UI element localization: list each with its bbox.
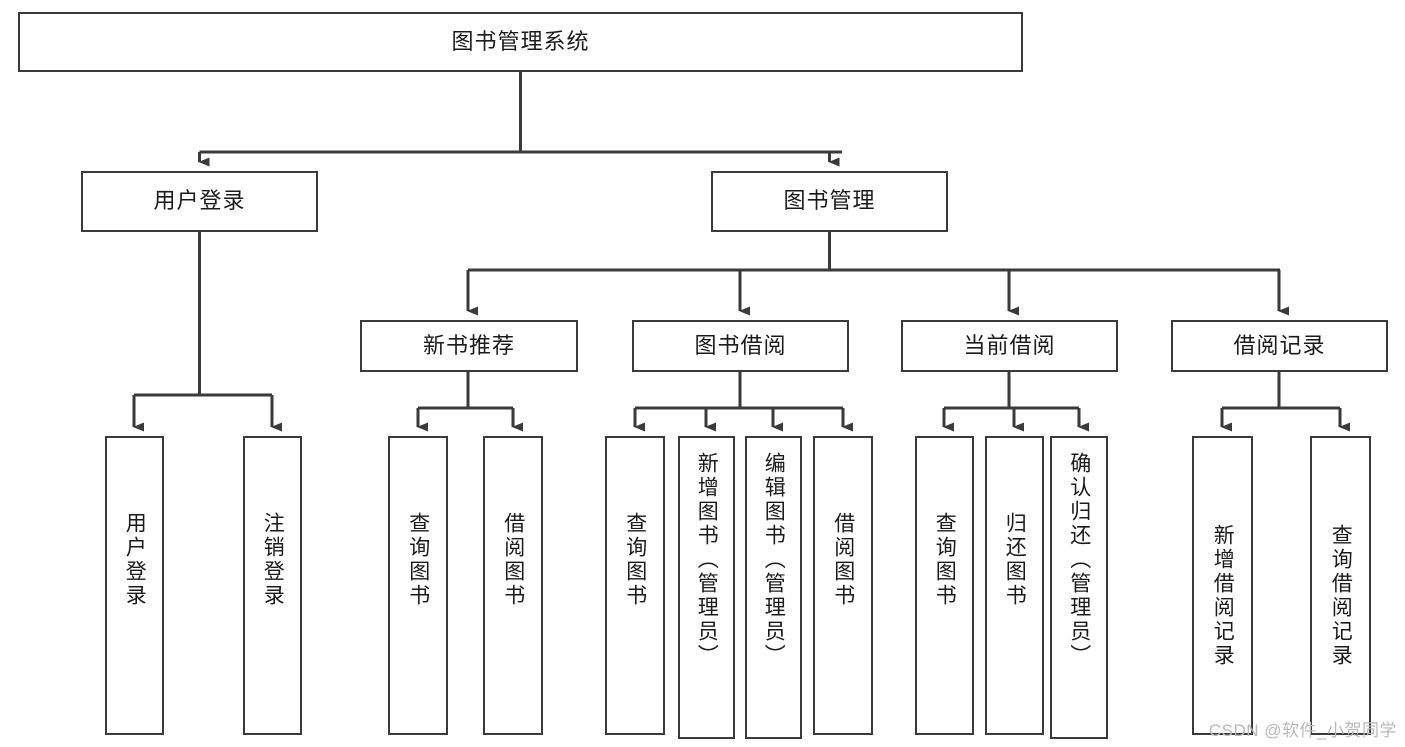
node-current-borrow-label: 当前借阅 xyxy=(963,332,1056,358)
node-leaf-edit-book-admin-label: 编辑图书（管理员） xyxy=(762,452,786,668)
node-book-borrow[interactable]: 图书借阅 xyxy=(632,320,849,372)
node-leaf-query-books-recommend-label: 查询图书 xyxy=(406,512,430,608)
node-book-management-label: 图书管理 xyxy=(783,188,876,214)
node-new-book-recommend-label: 新书推荐 xyxy=(422,332,515,358)
node-leaf-add-book-admin-label: 新增图书（管理员） xyxy=(695,452,719,668)
node-book-management[interactable]: 图书管理 xyxy=(711,171,948,232)
node-leaf-query-books-current[interactable]: 查询图书 xyxy=(915,436,974,735)
node-leaf-confirm-return-admin[interactable]: 确认归还（管理员） xyxy=(1050,436,1108,739)
node-leaf-user-login[interactable]: 用户登录 xyxy=(105,436,164,735)
node-leaf-user-login-label: 用户登录 xyxy=(123,512,147,608)
node-leaf-borrow-books-recommend-label: 借阅图书 xyxy=(501,512,525,608)
node-leaf-logout[interactable]: 注销登录 xyxy=(243,436,302,735)
node-book-borrow-label: 图书借阅 xyxy=(694,332,787,358)
node-leaf-query-borrow-record[interactable]: 查询借阅记录 xyxy=(1310,436,1371,735)
node-user-login[interactable]: 用户登录 xyxy=(81,171,318,232)
node-leaf-query-books-borrow[interactable]: 查询图书 xyxy=(605,436,665,735)
watermark-text: CSDN @软件_小贺同学 xyxy=(1208,721,1397,740)
node-leaf-return-books[interactable]: 归还图书 xyxy=(985,436,1044,735)
node-leaf-add-borrow-record-label: 新增借阅记录 xyxy=(1211,524,1235,668)
node-leaf-add-book-admin[interactable]: 新增图书（管理员） xyxy=(678,436,735,739)
node-borrow-records[interactable]: 借阅记录 xyxy=(1171,320,1388,372)
node-root-label: 图书管理系统 xyxy=(451,28,590,54)
node-leaf-confirm-return-admin-label: 确认归还（管理员） xyxy=(1067,452,1091,668)
node-root[interactable]: 图书管理系统 xyxy=(18,12,1023,72)
node-leaf-edit-book-admin[interactable]: 编辑图书（管理员） xyxy=(745,436,802,739)
node-leaf-borrow-book-borrow[interactable]: 借阅图书 xyxy=(813,436,873,735)
node-leaf-query-books-borrow-label: 查询图书 xyxy=(623,512,647,608)
node-leaf-logout-label: 注销登录 xyxy=(261,512,285,608)
node-user-login-label: 用户登录 xyxy=(153,188,246,214)
node-leaf-borrow-book-borrow-label: 借阅图书 xyxy=(831,512,855,608)
node-leaf-add-borrow-record[interactable]: 新增借阅记录 xyxy=(1192,436,1253,735)
node-new-book-recommend[interactable]: 新书推荐 xyxy=(360,320,578,372)
node-leaf-query-books-current-label: 查询图书 xyxy=(933,512,957,608)
node-leaf-borrow-books-recommend[interactable]: 借阅图书 xyxy=(483,436,543,735)
node-leaf-return-books-label: 归还图书 xyxy=(1003,512,1027,608)
node-current-borrow[interactable]: 当前借阅 xyxy=(901,320,1118,372)
node-leaf-query-books-recommend[interactable]: 查询图书 xyxy=(388,436,448,735)
node-borrow-records-label: 借阅记录 xyxy=(1233,332,1326,358)
node-leaf-query-borrow-record-label: 查询借阅记录 xyxy=(1329,524,1353,668)
